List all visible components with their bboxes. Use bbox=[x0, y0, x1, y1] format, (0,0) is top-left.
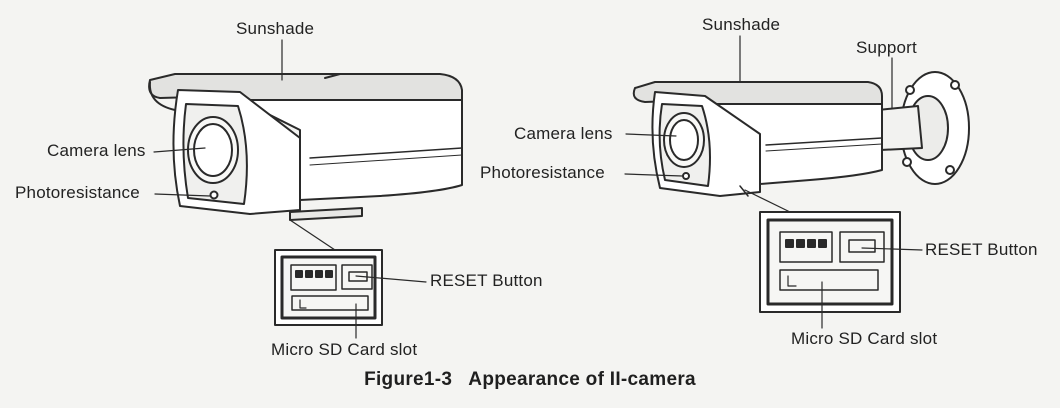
leader-right-reset bbox=[861, 247, 923, 251]
leader-right-photo bbox=[624, 173, 683, 177]
label-left-sunshade: Sunshade bbox=[236, 19, 315, 38]
leader-right-lens bbox=[625, 133, 677, 137]
left-camera bbox=[148, 39, 463, 339]
right-sd-panel bbox=[759, 211, 901, 313]
leader-left-reset bbox=[355, 275, 427, 283]
label-right-camera-lens: Camera lens bbox=[514, 124, 613, 143]
label-left-sd-slot: Micro SD Card slot bbox=[271, 340, 418, 359]
left-sd-panel bbox=[274, 249, 383, 326]
label-right-photoresistance: Photoresistance bbox=[480, 163, 605, 182]
right-camera bbox=[624, 35, 970, 329]
right-photoresistance bbox=[682, 172, 690, 180]
label-right-reset-button: RESET Button bbox=[925, 240, 1038, 259]
left-photoresistance bbox=[209, 190, 219, 200]
label-right-support: Support bbox=[856, 38, 917, 57]
label-right-sd-slot: Micro SD Card slot bbox=[791, 329, 938, 348]
label-left-photoresistance: Photoresistance bbox=[15, 183, 140, 202]
leader-left-lens bbox=[153, 147, 206, 153]
figure-caption: Figure1-3 Appearance of II-camera bbox=[364, 369, 696, 390]
leader-left-photo bbox=[154, 193, 211, 197]
label-right-sunshade: Sunshade bbox=[702, 15, 781, 34]
label-left-reset-button: RESET Button bbox=[430, 271, 543, 290]
label-left-camera-lens: Camera lens bbox=[47, 141, 146, 160]
